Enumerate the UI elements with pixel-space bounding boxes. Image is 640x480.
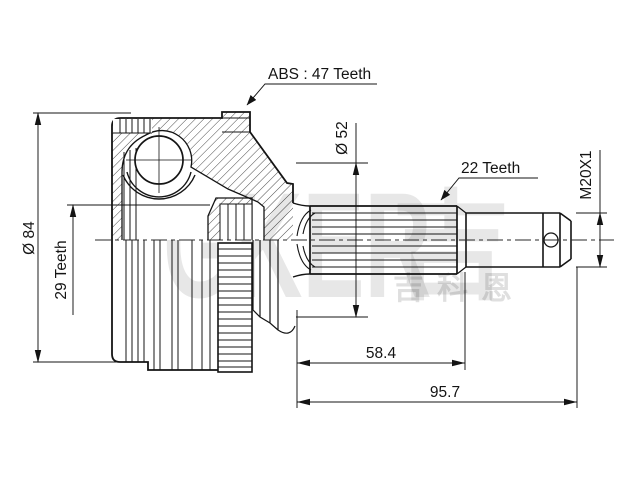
hub-spline-edges xyxy=(219,203,253,240)
dim-outer-diameter-lines xyxy=(33,112,131,363)
dim-hub-spline-lines xyxy=(67,204,210,315)
arrow-957-right xyxy=(564,398,577,406)
opening-diameter-label: Ø 52 xyxy=(334,121,351,155)
overall-length-label: 95.7 xyxy=(430,384,460,401)
arrow-m20-up xyxy=(596,212,604,225)
cage-section-arcs xyxy=(122,171,196,200)
arrow-dia52-up xyxy=(352,162,360,175)
arrow-dia84-up xyxy=(34,112,42,125)
dim-overall-length-lines xyxy=(297,267,578,408)
watermark-cjk-large: 吉 xyxy=(392,182,510,314)
abs-leader-line xyxy=(246,83,377,106)
hub-spline-label: 29 Teeth xyxy=(53,240,70,299)
spline-section-outline xyxy=(309,205,458,275)
arrow-29teeth-up xyxy=(69,204,77,217)
spline22-leader-line xyxy=(440,177,538,201)
dimension-arrowheads xyxy=(34,112,604,406)
watermark-cjk-small: 吉科恩 xyxy=(393,271,525,306)
exterior-groove-lines xyxy=(125,240,211,370)
spline-end-chamfer xyxy=(456,205,467,275)
abs-ring-band xyxy=(217,242,253,373)
abs-teeth-label: ABS : 47 Teeth xyxy=(268,66,371,83)
shaft-fillets xyxy=(292,202,311,278)
outer-diameter-label: Ø 84 xyxy=(21,221,38,255)
bell-outline-bottom-left xyxy=(111,240,218,371)
cavity-groove-profile xyxy=(121,129,265,240)
arrow-957-left xyxy=(297,398,310,406)
boot-groove-ridges xyxy=(113,119,152,134)
bell-housing-section xyxy=(111,111,294,240)
spline-length-label: 58.4 xyxy=(366,345,397,362)
mouth-rim-steps xyxy=(252,240,296,334)
shaft-neck-curves xyxy=(296,209,316,271)
arrow-584-left xyxy=(297,359,310,367)
arrow-584-right xyxy=(452,359,465,367)
abs-ring-teeth xyxy=(218,248,252,368)
dimension-labels: ABS : 47 Teeth 22 Teeth 29 Teeth M20X1 Ø… xyxy=(21,66,595,401)
arrow-dia84-down xyxy=(34,350,42,363)
dim-thread-lines xyxy=(576,150,607,268)
shaft-spline-label: 22 Teeth xyxy=(461,160,520,177)
ball-center-cross xyxy=(126,127,192,193)
arrow-dia52-down xyxy=(352,305,360,318)
arrow-m20-down xyxy=(596,255,604,268)
thread-label: M20X1 xyxy=(578,150,595,199)
bell-housing-exterior xyxy=(111,209,316,373)
abs-ring-section-lines xyxy=(222,117,250,133)
dim-spline-length-lines xyxy=(296,272,466,408)
shaft-spline-lines xyxy=(312,212,457,268)
